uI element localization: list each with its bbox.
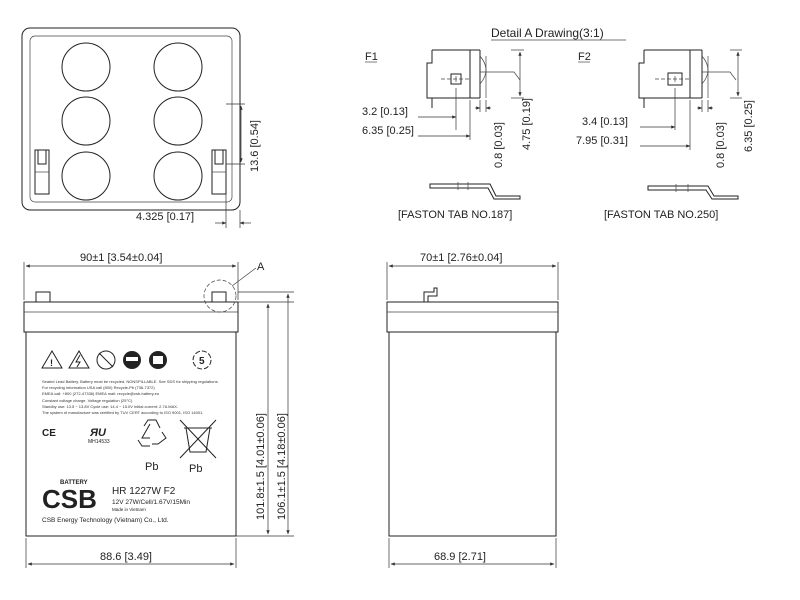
front-lid (23, 301, 239, 333)
label-warning-line: Standby use: 13.5 ~ 13.8V Cycle use: 14.… (42, 404, 178, 409)
label-warning-line: EMEA call: +800 (272-47336) EMEA mail: r… (42, 391, 159, 396)
dim-label-terminal-height: 13.6 [0.54] (249, 120, 261, 172)
recycle-icon (137, 419, 167, 447)
side-terminal (423, 287, 438, 302)
front-dim-top: 90±1 [3.54±0.04] (80, 252, 162, 264)
f2-dim-6-35: 6.35 [0.25] (743, 100, 755, 152)
pb-label-bin: Pb (189, 463, 202, 475)
f1-tab-outline (426, 49, 481, 108)
front-right-terminal (211, 291, 227, 303)
front-body (25, 331, 237, 537)
terminal-cap-circle (153, 96, 203, 146)
detail-f2: F2 3.4 [0.13] 7.95 [0.31] 0.8 [0.03] 6.3… (576, 49, 755, 221)
front-dim-h-inner: 101.8±1.5 [4.01±0.06] (255, 413, 267, 520)
ul-number: MH14533 (88, 439, 110, 445)
terminal-cap-circle (61, 151, 111, 201)
front-dim-h-outer: 106.1±1.5 [4.18±0.06] (276, 413, 288, 520)
model-number: HR 1227W F2 (112, 486, 176, 497)
f1-dim-0-8: 0.8 [0.03] (493, 122, 505, 168)
side-lid (386, 301, 559, 333)
side-body (388, 331, 557, 537)
detail-a-marker: A (257, 261, 265, 273)
terminal-cap-circle (153, 42, 203, 92)
front-left-terminal (35, 291, 51, 303)
label-warning-line: Sealed Lead Battery. Battery must be rec… (42, 379, 219, 384)
left-terminal (34, 149, 50, 195)
terminal-cap-circle (61, 96, 111, 146)
side-dim-bottom: 68.9 [2.71] (434, 551, 486, 563)
svg-text:5: 5 (199, 356, 205, 367)
no-fire-icon (96, 350, 116, 370)
front-view: 90±1 [3.54±0.04] A 101.8±1.5 [4.01±0.06]… (23, 252, 294, 568)
f2-tab-outline (638, 49, 703, 108)
f1-tab-side-profile (429, 183, 521, 200)
eye-protection-icon (123, 351, 141, 369)
label-warning-line: Constant voltage charge. Voltage regulat… (42, 398, 133, 403)
detail-f1: F1 3.2 [0.13] 6.35 [0.25] 0.8 [0.03] 4.7… (362, 49, 533, 221)
top-view-outline (21, 27, 241, 211)
f2-tab-side-profile (647, 185, 739, 200)
battery-label: ! 5 Sealed Lead Batte (41, 350, 219, 524)
detail-a-circle (203, 279, 237, 313)
terminal-cap-circle (153, 151, 203, 201)
f2-dim-7-95: 7.95 [0.31] (576, 135, 628, 147)
f2-caption: [FASTON TAB NO.250] (604, 209, 718, 221)
crossed-bin-icon (179, 419, 217, 459)
recycle-years-icon: 5 (192, 350, 212, 370)
label-warning-line: For recycling information USA call (800)… (42, 385, 155, 390)
pb-label-recycle: Pb (145, 461, 158, 473)
ce-mark: CE (42, 428, 56, 439)
battery-word: BATTERY (60, 480, 88, 486)
made-in-text: Made in Vietnam (112, 507, 146, 512)
f1-dim-6-35: 6.35 [0.25] (362, 125, 414, 137)
f2-dim-0-8: 0.8 [0.03] (715, 122, 727, 168)
f2-dim-3-4: 3.4 [0.13] (582, 116, 628, 128)
top-view: 13.6 [0.54] 4.325 [0.17] (21, 27, 261, 228)
f2-label: F2 (578, 51, 591, 63)
electric-hazard-icon (68, 350, 90, 369)
front-dim-bottom: 88.6 [3.49] (100, 551, 152, 563)
f1-caption: [FASTON TAB NO.187] (398, 209, 512, 221)
detail-title: Detail A Drawing(3:1) (491, 26, 604, 40)
f1-dim-3-2: 3.2 [0.13] (362, 106, 408, 118)
top-view-inner-outline (29, 35, 233, 203)
spec-text: 12V 27W/Cell/1.67V/15Min (112, 499, 190, 506)
f1-label: F1 (365, 51, 378, 63)
read-manual-icon (149, 351, 167, 369)
label-warning-line: The system of manufacture was certified … (42, 410, 203, 415)
svg-text:ЯU: ЯU (89, 427, 107, 439)
dim-label-terminal-offset: 4.325 [0.17] (136, 211, 194, 223)
side-dim-top: 70±1 [2.76±0.04] (420, 252, 502, 264)
csb-logo: CSB (42, 484, 97, 514)
warning-triangle-icon: ! (41, 350, 63, 369)
f1-dim-4-75: 4.75 [0.19] (521, 98, 533, 150)
side-view: 70±1 [2.76±0.04] 68.9 [2.71] (386, 252, 559, 568)
company-text: CSB Energy Technology (Vietnam) Co., Ltd… (42, 517, 169, 524)
ul-recognized-icon: ЯU (89, 427, 107, 439)
terminal-cap-circle (61, 42, 111, 92)
svg-text:!: ! (50, 358, 53, 368)
right-terminal (211, 149, 227, 195)
